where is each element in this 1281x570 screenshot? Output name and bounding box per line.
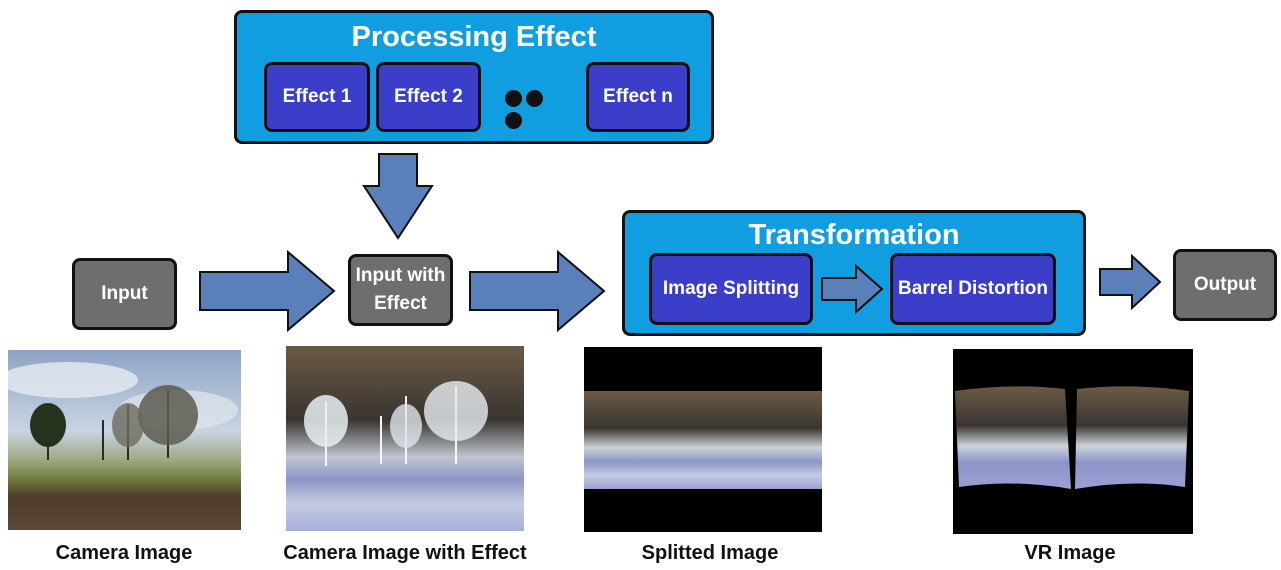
right-arrow-effect	[469, 249, 606, 333]
transformation-title: Transformation	[748, 219, 960, 251]
caption-vr-image: VR Image	[1024, 542, 1116, 564]
camera-image	[8, 350, 241, 530]
effect-n-box: Effect n	[586, 62, 690, 132]
ellipsis-dots	[503, 90, 563, 129]
input-box: Input	[72, 258, 177, 330]
caption-camera-image: Camera Image	[55, 542, 193, 564]
processing-effect-title: Processing Effect	[351, 21, 597, 53]
down-arrow	[362, 153, 434, 240]
effect-2-box: Effect 2	[376, 62, 481, 132]
splitted-image	[584, 347, 822, 532]
right-arrow-output	[1099, 253, 1162, 311]
effect-1-box: Effect 1	[264, 62, 370, 132]
image-splitting-box: Image Splitting	[649, 253, 813, 325]
camera-image-with-effect	[286, 346, 524, 531]
caption-camera-image-effect: Camera Image with Effect	[283, 542, 527, 564]
barrel-distortion-box: Barrel Distortion	[890, 253, 1056, 325]
right-arrow-input	[199, 249, 336, 333]
caption-splitted-image: Splitted Image	[641, 542, 779, 564]
right-arrow-transform	[821, 263, 884, 315]
input-with-effect-box: Input with Effect	[348, 254, 453, 326]
output-box: Output	[1173, 249, 1277, 321]
vr-image	[953, 349, 1193, 534]
